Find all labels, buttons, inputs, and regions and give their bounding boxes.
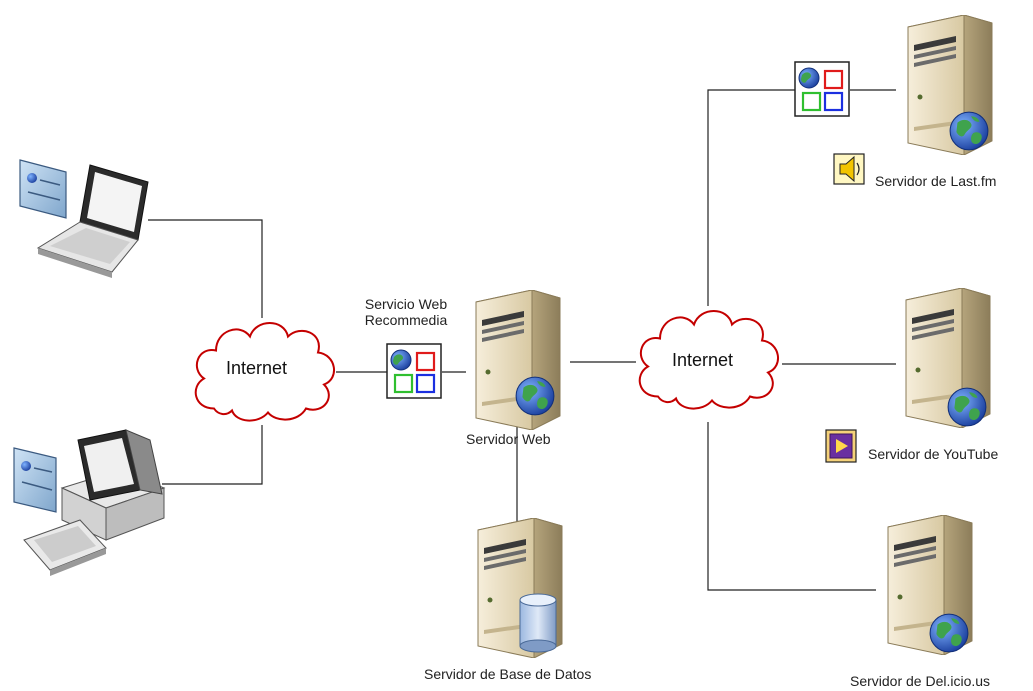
line-desktop-to-internet xyxy=(162,425,263,485)
web-service-label-line2: Recommedia xyxy=(364,312,448,328)
web-service-label-line1: Servicio Web xyxy=(364,296,448,312)
speaker-icon xyxy=(833,153,865,185)
desktop-computer-icon xyxy=(13,429,166,576)
connection-lines xyxy=(148,89,896,591)
line-internet-to-lastfm xyxy=(707,89,796,306)
web-server-label: Servidor Web xyxy=(466,431,551,447)
video-play-icon xyxy=(825,429,857,463)
laptop-icon xyxy=(19,159,149,278)
web-service-label: Servicio Web Recommedia xyxy=(352,296,460,328)
line-internet-to-delicious xyxy=(707,422,876,591)
database-server-label: Servidor de Base de Datos xyxy=(424,666,592,682)
lastfm-server-label: Servidor de Last.fm xyxy=(875,173,997,189)
delicious-globe-icon xyxy=(929,613,969,653)
youtube-server-label: Servidor de YouTube xyxy=(868,446,999,462)
web-server-globe-icon xyxy=(515,376,555,416)
lastfm-web-service-icon xyxy=(794,61,850,117)
line-laptop-to-internet xyxy=(148,219,263,318)
web-service-icon xyxy=(386,343,442,399)
delicious-server-label: Servidor de Del.icio.us xyxy=(850,673,991,689)
lastfm-globe-icon xyxy=(949,111,989,151)
youtube-globe-icon xyxy=(947,387,987,427)
database-icon xyxy=(519,593,557,653)
internet-cloud-left-label: Internet xyxy=(226,358,288,378)
internet-cloud-right-label: Internet xyxy=(672,350,734,370)
